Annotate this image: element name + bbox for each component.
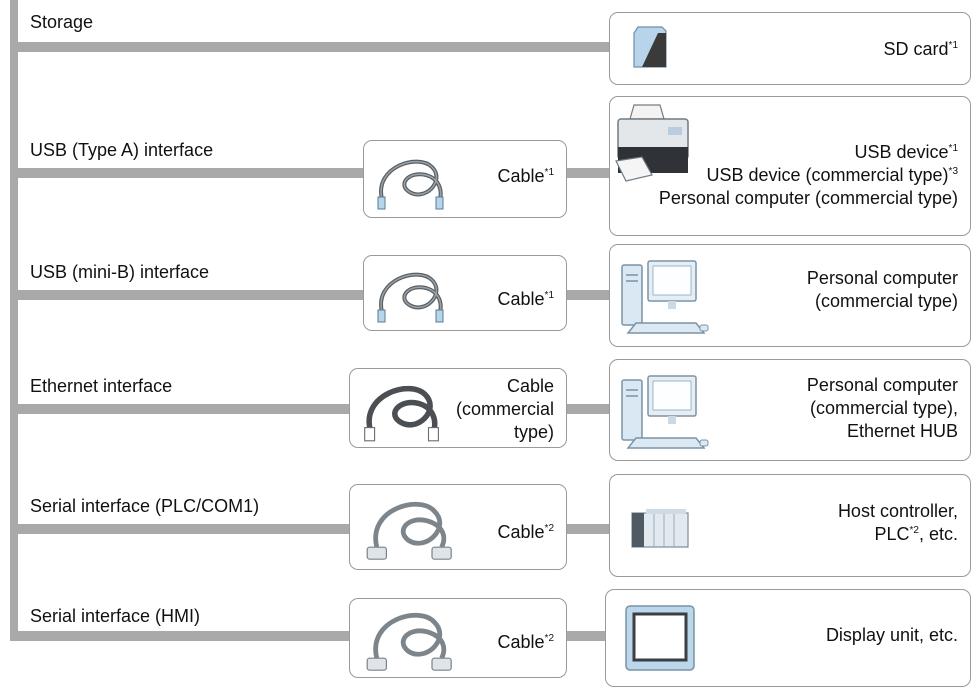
- serial-cable-icon: [366, 501, 452, 560]
- serial-hmi-connection-line: [10, 631, 612, 641]
- serial-hmi-device-box: Display unit, etc.: [605, 589, 971, 687]
- usb-a-interface-label: USB (Type A) interface: [30, 140, 214, 160]
- usb-minib-cable-box: Cable*1: [363, 255, 567, 331]
- usb-a-cable-text: Cable*1: [497, 166, 554, 186]
- usb-minib-device-text: Personal computer (commercial type): [806, 268, 958, 311]
- usb-minib-connection-line: [10, 290, 612, 300]
- serial-hmi-cable-text: Cable*2: [497, 632, 554, 652]
- usb-devices-text: USB device*1 USB device (commercial type…: [658, 142, 958, 208]
- serial-plc-device-box: Host controller, PLC*2, etc.: [609, 474, 971, 577]
- printer-icon: [615, 104, 689, 182]
- storage-connection-line: [10, 42, 612, 52]
- serial-plc-cable-text: Cable*2: [497, 522, 554, 542]
- sd-card-icon: [633, 26, 667, 68]
- ethernet-cable-box: Cable (commercial type): [349, 368, 567, 448]
- usb-minib-interface-label: USB (mini-B) interface: [30, 262, 210, 282]
- usb-devices-box: USB device*1 USB device (commercial type…: [609, 96, 971, 236]
- sd-card-text: SD card*1: [883, 39, 958, 59]
- usb-minib-device-box: Personal computer (commercial type): [609, 244, 971, 347]
- storage-label: Storage: [30, 12, 94, 32]
- computer-icon: [620, 372, 710, 452]
- display-unit-icon: [625, 605, 695, 671]
- sd-card-box: SD card*1: [609, 12, 971, 85]
- ethernet-device-box: Personal computer (commercial type), Eth…: [609, 359, 971, 461]
- serial-cable-icon: [366, 612, 452, 671]
- usb-cable-icon: [370, 264, 450, 324]
- ethernet-connection-line: [10, 404, 612, 414]
- serial-plc-connection-line: [10, 524, 612, 534]
- serial-hmi-cable-box: Cable*2: [349, 598, 567, 678]
- serial-plc-cable-box: Cable*2: [349, 484, 567, 570]
- computer-icon: [620, 257, 710, 337]
- main-bus-line: [10, 0, 18, 631]
- ethernet-cable-text: Cable (commercial type): [455, 376, 554, 442]
- usb-a-cable-box: Cable*1: [363, 140, 567, 218]
- ethernet-device-text: Personal computer (commercial type), Eth…: [806, 375, 958, 441]
- serial-plc-device-text: Host controller, PLC*2, etc.: [837, 501, 958, 544]
- plc-module-icon: [631, 509, 689, 548]
- ethernet-interface-label: Ethernet interface: [30, 376, 173, 396]
- usb-minib-cable-text: Cable*1: [497, 289, 554, 309]
- serial-hmi-device-text: Display unit, etc.: [825, 625, 958, 645]
- serial-hmi-interface-label: Serial interface (HMI): [30, 606, 201, 626]
- usb-cable-icon: [370, 151, 450, 211]
- serial-plc-interface-label: Serial interface (PLC/COM1): [30, 496, 260, 516]
- usb-a-connection-line: [10, 168, 612, 178]
- ethernet-cable-icon: [364, 385, 439, 442]
